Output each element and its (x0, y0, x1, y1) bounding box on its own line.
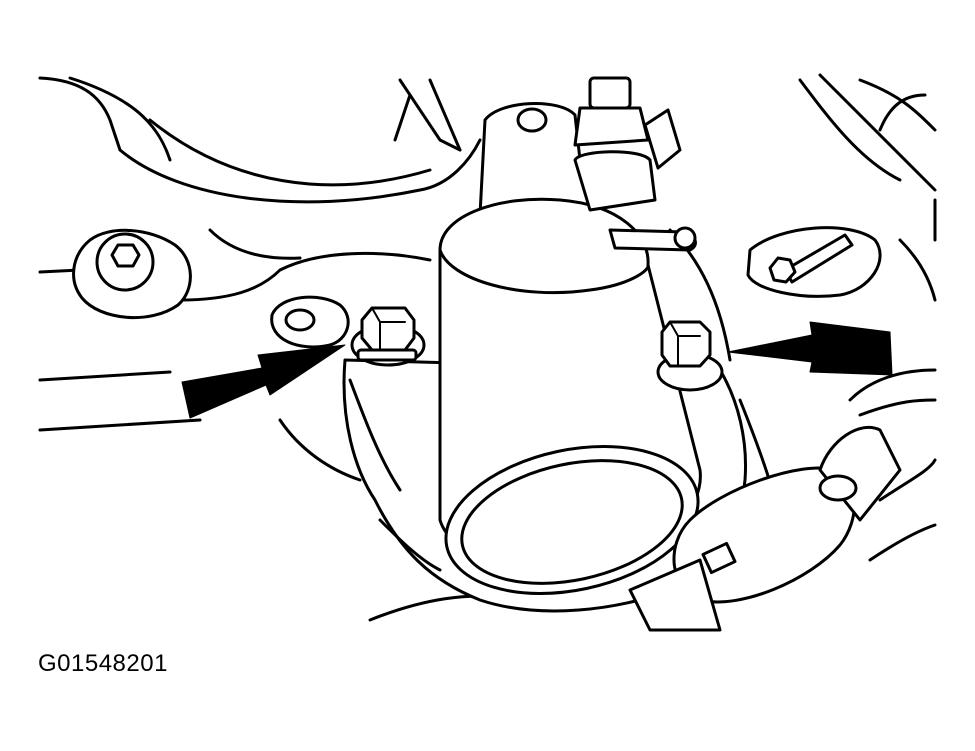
left-boss-with-hex-socket-bolt (72, 228, 192, 320)
left-callout-arrow (181, 344, 346, 419)
electrical-connector (628, 368, 937, 632)
right-callout-arrow (727, 321, 893, 376)
right-sensor-bracket (746, 226, 882, 298)
right-mounting-bolt (656, 320, 724, 392)
left-mounting-bolt (350, 306, 426, 367)
top-hose-connector (573, 76, 697, 252)
engine-block-outline (38, 73, 937, 622)
mounting-ear (270, 295, 350, 349)
solenoid-cylinder (438, 197, 702, 595)
figure-id-label: G01548201 (38, 650, 168, 677)
